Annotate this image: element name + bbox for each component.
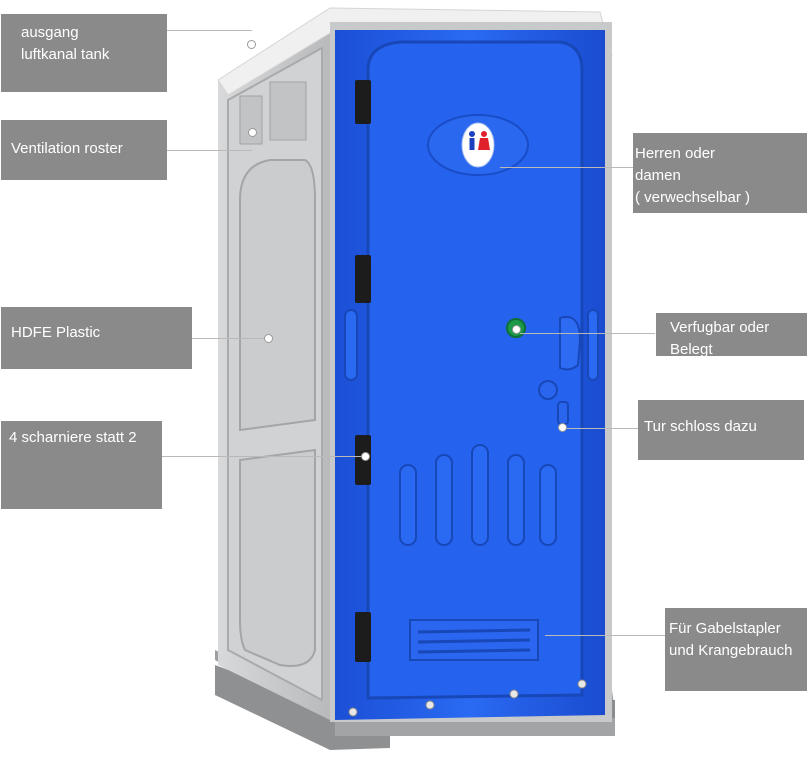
marker-verfugbar [512, 325, 521, 334]
callout-herren-text: Herren oder damen ( verwechselbar ) [635, 145, 751, 206]
callout-hdfe: HDFE Plastic [1, 307, 192, 369]
bottom-vent [409, 619, 539, 661]
callout-schloss: Tur schloss dazu [638, 400, 804, 460]
door-ribs [399, 444, 557, 546]
hinges [355, 80, 371, 662]
callout-ausgang-text: ausgang luftkanal tank [21, 24, 110, 63]
marker-ventilation [248, 128, 257, 137]
marker-hdfe [264, 334, 273, 343]
leader-gabelstapler [545, 635, 665, 636]
callout-gabelstapler-text: Für Gabelstapler und Krangebrauch [669, 620, 793, 659]
leader-herren [500, 167, 635, 168]
callout-ventilation: Ventilation roster [1, 120, 167, 180]
callout-ausgang-luftkanal: ausgang luftkanal tank [1, 14, 167, 92]
leader-ventilation [167, 150, 252, 151]
callout-schloss-text: Tur schloss dazu [644, 418, 757, 435]
leader-schloss [565, 428, 638, 429]
callout-gabelstapler: Für Gabelstapler und Krangebrauch [665, 608, 807, 691]
side-panel [218, 22, 330, 720]
marker-scharniere [361, 452, 370, 461]
leader-hdfe [192, 338, 270, 339]
callout-verfugbar-text: Verfugbar oder Belegt [670, 319, 770, 356]
marker-ausgang [247, 40, 256, 49]
marker-schloss [558, 423, 567, 432]
callout-scharniere: 4 scharniere statt 2 [1, 421, 162, 509]
callout-ventilation-text: Ventilation roster [11, 140, 123, 157]
leader-scharniere [162, 456, 364, 457]
callout-scharniere-text: 4 scharniere statt 2 [9, 429, 137, 446]
callout-hdfe-text: HDFE Plastic [11, 324, 101, 341]
leader-verfugbar [520, 333, 655, 334]
base-bolts [348, 679, 587, 717]
callout-verfugbar: Verfugbar oder Belegt [656, 313, 807, 356]
leader-ausgang [167, 30, 252, 31]
callout-herren: Herren oder damen ( verwechselbar ) [633, 133, 807, 213]
door [344, 40, 599, 700]
